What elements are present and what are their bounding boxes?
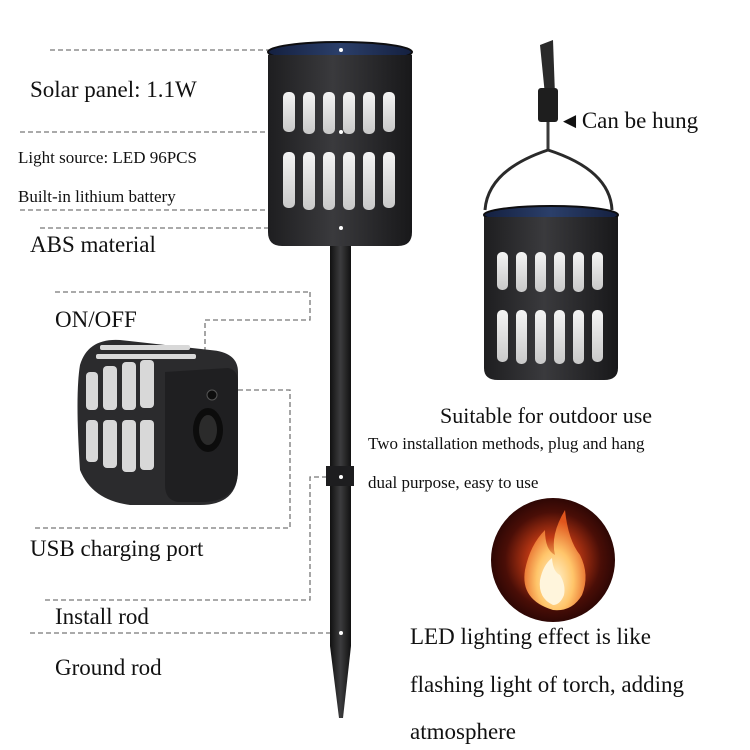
install-methods-line1: Two installation methods, plug and hang bbox=[368, 434, 645, 453]
effect-line3: atmosphere bbox=[410, 719, 517, 744]
ground-rod-label: Ground rod bbox=[55, 655, 162, 680]
install-rod-label: Install rod bbox=[55, 604, 149, 629]
hanging-lamp bbox=[483, 40, 619, 380]
switch-label: ON/OFF bbox=[55, 307, 137, 332]
arrow-left-icon: ◀ bbox=[563, 111, 577, 130]
effect-line2: flashing light of torch, adding bbox=[410, 672, 685, 697]
outdoor-label: Suitable for outdoor use bbox=[440, 403, 653, 428]
solar-panel-label: Solar panel: 1.1W bbox=[30, 77, 197, 102]
hung-label: Can be hung bbox=[581, 108, 699, 133]
lamp-slots-upper bbox=[283, 92, 395, 134]
usb-port-label: USB charging port bbox=[30, 536, 204, 561]
lamp-slots-lower bbox=[283, 152, 395, 210]
material-label: ABS material bbox=[30, 232, 156, 257]
install-methods-line2: dual purpose, easy to use bbox=[368, 473, 539, 492]
flame-effect-image bbox=[487, 494, 619, 626]
battery-label: Built-in lithium battery bbox=[18, 187, 176, 206]
hung-label-row: ◀ Can be hung bbox=[563, 109, 698, 132]
light-source-label: Light source: LED 96PCS bbox=[18, 148, 197, 167]
usb-detail-view bbox=[77, 339, 238, 505]
effect-line1: LED lighting effect is like bbox=[410, 624, 652, 649]
